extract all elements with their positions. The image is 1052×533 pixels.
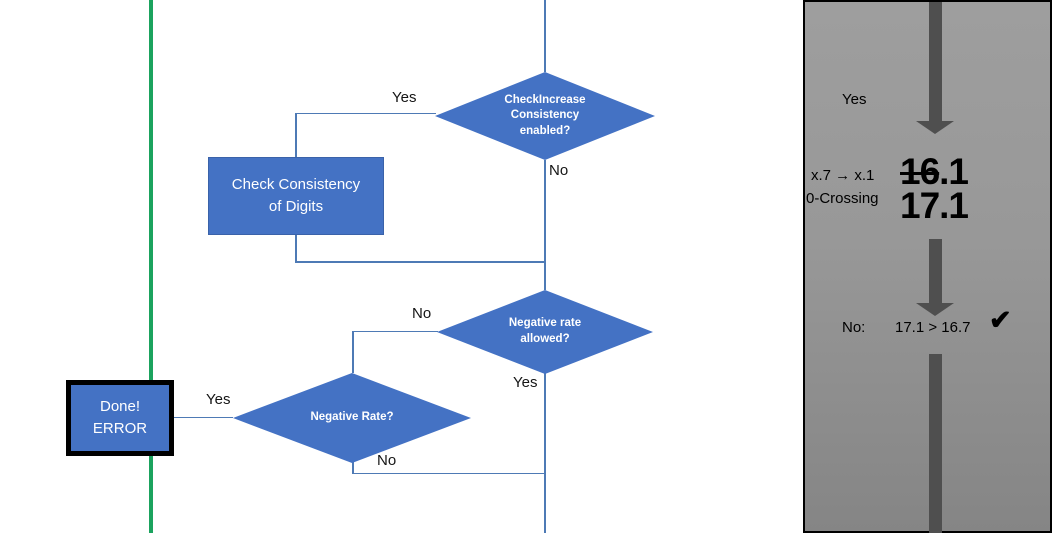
- branch-label-no-mid: No: [412, 305, 432, 322]
- done-text-line: Done!: [99, 397, 141, 415]
- diamond-text-line: Consistency: [510, 109, 580, 122]
- panel-new-value: 17.1: [900, 185, 969, 226]
- connector-mid-vertical: [544, 160, 546, 290]
- down-arrow-head-middle: [916, 303, 954, 316]
- connector-box-out-vertical: [295, 234, 297, 262]
- panel-old-value: 16.1: [900, 153, 969, 190]
- diamond-negative-rate-allowed: Negative rate allowed?: [437, 290, 653, 374]
- down-arrow-head-top: [916, 121, 954, 134]
- diamond-text-line: allowed?: [520, 333, 570, 345]
- diamond-text-line: CheckIncrease: [504, 93, 586, 106]
- box-text-line: Check Consistency: [231, 176, 361, 194]
- diamond-text-line: Negative Rate?: [310, 411, 394, 424]
- checkmark-icon: ✔: [989, 305, 1012, 335]
- panel-old-value-struck: 16: [900, 151, 940, 192]
- done-text-line: ERROR: [92, 420, 148, 437]
- box-done-error: Done! ERROR: [66, 380, 174, 456]
- connector-yes-horizontal: [295, 112, 436, 114]
- down-arrow-shaft-bottom: [929, 354, 942, 533]
- branch-label-yes-top: Yes: [392, 89, 417, 106]
- green-guide-line: [149, 0, 153, 533]
- diamond-negative-rate: Negative Rate?: [233, 373, 471, 463]
- diamond-text-line: enabled?: [519, 124, 571, 137]
- connector-yes-vertical: [295, 113, 297, 158]
- connector-done-horizontal: [173, 416, 233, 418]
- branch-label-yes-mid: Yes: [513, 374, 538, 391]
- connector-no-mid-vertical: [352, 331, 354, 373]
- branch-label-yes-bottom: Yes: [206, 391, 231, 408]
- side-panel: Yes x.7 → x.1 0-Crossing 16.1 17.1 No: 1…: [803, 0, 1052, 533]
- box-check-consistency-of-digits: Check Consistency of Digits: [208, 157, 384, 235]
- connector-no-bottom-vertical: [352, 462, 354, 474]
- connector-top-vertical: [544, 0, 546, 72]
- panel-old-value-rest: .1: [939, 151, 969, 192]
- panel-mapping-line1: x.7 → x.1: [811, 167, 875, 184]
- connector-bottom-vertical: [544, 373, 546, 533]
- down-arrow-shaft-top: [929, 2, 942, 121]
- connector-no-mid-horizontal: [352, 330, 438, 332]
- diamond-check-increase-consistency: CheckIncrease Consistency enabled?: [435, 72, 655, 160]
- connector-no-bottom-horizontal: [352, 472, 545, 474]
- branch-label-no-top: No: [549, 162, 569, 179]
- panel-yes-label: Yes: [842, 91, 867, 108]
- branch-label-no-bottom: No: [377, 452, 397, 469]
- panel-result-label: No:: [842, 319, 866, 336]
- box-text-line: of Digits: [268, 198, 324, 215]
- panel-result-comparison: 17.1 > 16.7: [895, 319, 971, 336]
- connector-box-out-horizontal: [295, 261, 545, 263]
- diamond-text-line: Negative rate: [508, 317, 582, 330]
- panel-mapping-line2: 0-Crossing: [806, 190, 879, 207]
- down-arrow-shaft-middle: [929, 239, 942, 303]
